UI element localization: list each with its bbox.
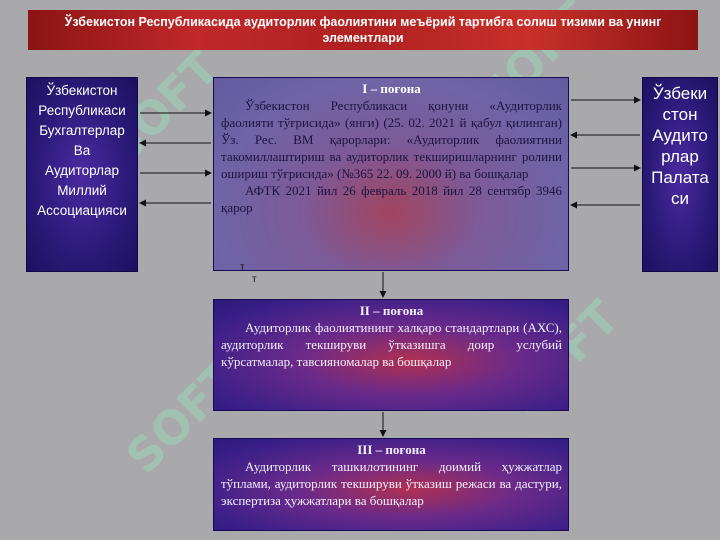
tier-1-paragraph: АФТК 2021 йил 26 февраль 2018 йил 28 сен…: [221, 183, 562, 215]
tier-1-paragraph: Ўзбекистон Республикаси қонуни «Аудиторл…: [221, 98, 562, 181]
tier-1-box: I – поғона Ўзбекистон Республикаси қонун…: [213, 77, 569, 271]
right-box-line: Палата: [651, 168, 709, 187]
right-box-line: Аудито: [652, 126, 708, 145]
tier-2-paragraph: Аудиторлик фаолиятининг халқаро стандарт…: [221, 320, 562, 369]
tier-2-heading: II – поғона: [359, 303, 424, 318]
diagram-title: Ўзбекистон Республикасида аудиторлик фао…: [28, 10, 698, 50]
right-box-chamber: Ўзбеки стон Аудито рлар Палата си: [642, 77, 718, 272]
tier-3-paragraph: Аудиторлик ташкилотининг доимий ҳужжатла…: [221, 459, 562, 508]
right-box-line: рлар: [661, 147, 699, 166]
small-mark: т: [240, 262, 245, 273]
left-box-line: Бухгалтерлар: [39, 123, 125, 138]
tier-1-heading: I – поғона: [362, 81, 421, 96]
tier-2-box: II – поғона Аудиторлик фаолиятининг халқ…: [213, 299, 569, 411]
right-box-line: стон: [662, 105, 698, 124]
tier-3-heading: III – поғона: [357, 442, 426, 457]
small-mark: т: [252, 274, 257, 285]
right-box-line: Ўзбеки: [652, 84, 708, 103]
right-box-line: си: [671, 189, 689, 208]
left-box-line: Республикаси: [38, 103, 126, 118]
left-box-line: Ва: [73, 143, 91, 158]
left-box-line: Миллий: [57, 183, 107, 198]
left-box-line: Ассоциацияси: [37, 203, 127, 218]
left-box-line: Ўзбекистон: [46, 83, 118, 98]
left-box-association: Ўзбекистон Республикаси Бухгалтерлар Ва …: [26, 77, 138, 272]
tier-3-box: III – поғона Аудиторлик ташкилотининг до…: [213, 438, 569, 531]
left-box-line: Аудиторлар: [44, 163, 120, 178]
